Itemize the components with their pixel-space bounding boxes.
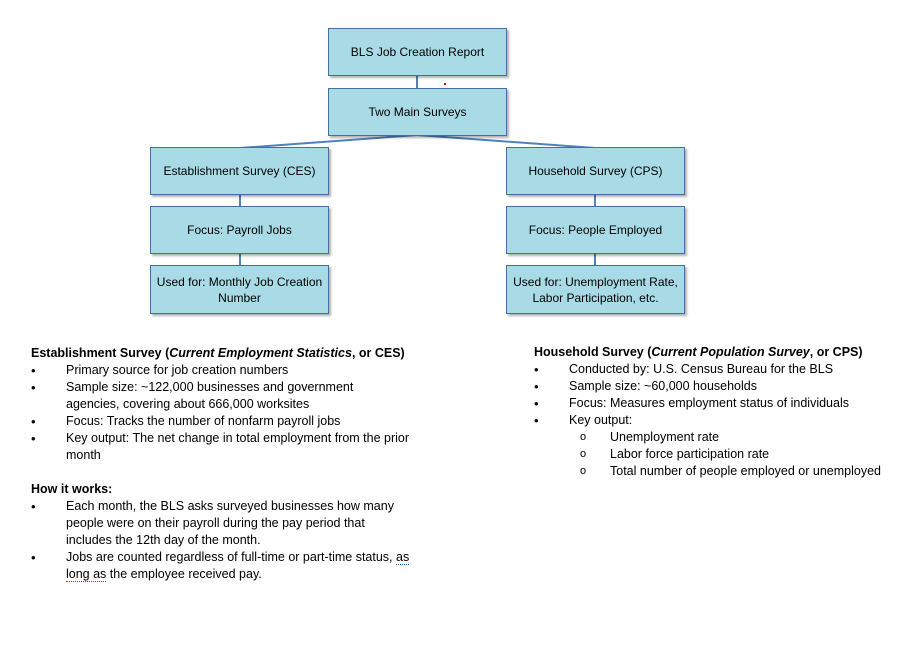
sub-list-item: Labor force participation rate <box>534 446 914 463</box>
establishment-section: Establishment Survey (Current Employment… <box>31 345 411 583</box>
cps-survey-node: Household Survey (CPS) <box>506 147 685 195</box>
ces-survey-node: Establishment Survey (CES) <box>150 147 329 195</box>
establishment-bullet-list: Primary source for job creation numbers … <box>31 362 411 464</box>
household-bullet-list: Conducted by: U.S. Census Bureau for the… <box>534 361 914 429</box>
how-it-works-list: Each month, the BLS asks surveyed busine… <box>31 498 411 583</box>
stray-marker-dot <box>444 83 446 85</box>
household-heading-italic: Current Population Survey <box>651 345 810 359</box>
household-heading: Household Survey (Current Population Sur… <box>534 345 863 359</box>
grammar-underline: as long as <box>66 550 410 582</box>
surveys-node-label: Two Main Surveys <box>368 105 467 119</box>
sub-list-item: Total number of people employed or unemp… <box>534 463 914 480</box>
root-node-label: BLS Job Creation Report <box>350 45 485 59</box>
ces-focus-label: Focus: Payroll Jobs <box>187 223 292 237</box>
cps-survey-label: Household Survey (CPS) <box>528 164 663 178</box>
establishment-heading: Establishment Survey (Current Employment… <box>31 346 405 360</box>
connector-surveys-to-ces <box>239 134 418 149</box>
list-item: Sample size: ~122,000 businesses and gov… <box>31 379 411 413</box>
cps-focus-node: Focus: People Employed <box>506 206 685 254</box>
list-item: Jobs are counted regardless of full-time… <box>31 549 411 583</box>
cps-focus-label: Focus: People Employed <box>528 223 663 237</box>
ces-usage-node: Used for: Monthly Job Creation Number <box>150 265 329 314</box>
list-item: Primary source for job creation numbers <box>31 362 411 379</box>
list-item: Focus: Tracks the number of nonfarm payr… <box>31 413 411 430</box>
key-output-sub-list: Unemployment rate Labor force participat… <box>534 429 914 480</box>
diagram-connectors <box>239 76 596 266</box>
ces-survey-label: Establishment Survey (CES) <box>163 164 316 178</box>
survey-hierarchy-diagram: BLS Job Creation Report Two Main Surveys… <box>0 0 919 320</box>
ces-usage-label: Used for: Monthly Job Creation Number <box>156 274 323 305</box>
household-section: Household Survey (Current Population Sur… <box>534 344 914 480</box>
establishment-heading-italic: Current Employment Statistics <box>169 346 352 360</box>
list-item: Sample size: ~60,000 households <box>534 378 914 395</box>
how-it-works-heading: How it works: <box>31 482 113 496</box>
cps-usage-node: Used for: Unemployment Rate, Labor Parti… <box>506 265 685 314</box>
connector-surveys-to-cps <box>416 134 596 149</box>
list-item: Key output: The net change in total empl… <box>31 430 411 464</box>
surveys-node: Two Main Surveys <box>328 88 507 136</box>
sub-list-item: Unemployment rate <box>534 429 914 446</box>
list-item: Each month, the BLS asks surveyed busine… <box>31 498 411 549</box>
ces-focus-node: Focus: Payroll Jobs <box>150 206 329 254</box>
list-item: Focus: Measures employment status of ind… <box>534 395 914 412</box>
list-item: Conducted by: U.S. Census Bureau for the… <box>534 361 914 378</box>
root-node: BLS Job Creation Report <box>328 28 507 76</box>
list-item: Key output: <box>534 412 914 429</box>
cps-usage-label: Used for: Unemployment Rate, Labor Parti… <box>513 274 678 305</box>
